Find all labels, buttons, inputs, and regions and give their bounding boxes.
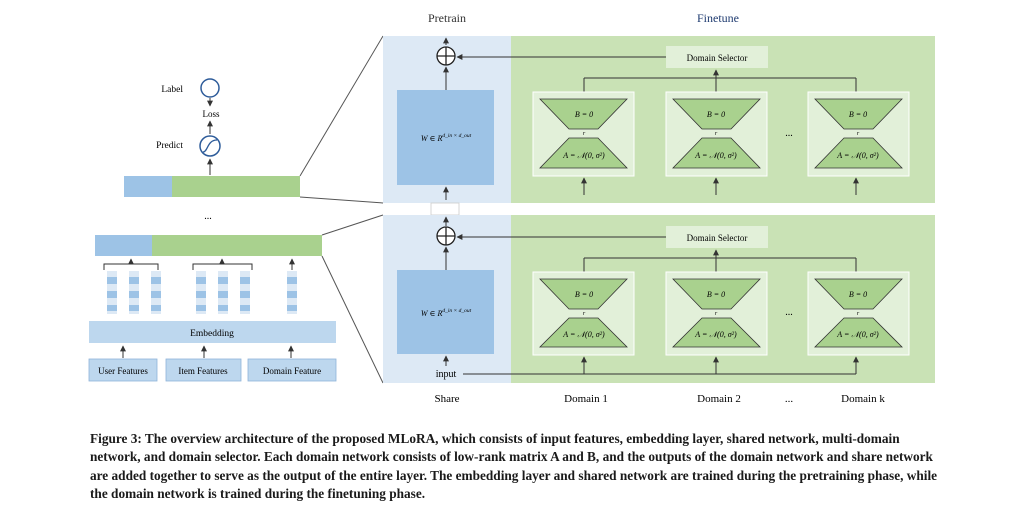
lower-a-label-k: A = 𝒩(0, σ²) bbox=[836, 330, 879, 339]
upper-weight-box bbox=[397, 90, 494, 185]
share-label: Share bbox=[434, 393, 459, 405]
upper-mlora-layer: W ∈ Rd_in × d_out Domain Selector B = 0 … bbox=[383, 36, 935, 203]
upper-b-label-k: B = 0 bbox=[849, 110, 867, 119]
label-text: Label bbox=[161, 85, 183, 95]
label-node bbox=[200, 78, 220, 98]
upper-add-icon bbox=[436, 46, 456, 66]
lower-b-label-1: B = 0 bbox=[575, 290, 593, 299]
top-bar-green bbox=[172, 176, 300, 197]
figure-caption: Figure 3: The overview architecture of t… bbox=[90, 431, 938, 501]
domain-2-label: Domain 2 bbox=[697, 393, 741, 405]
lower-b-label-k: B = 0 bbox=[849, 290, 867, 299]
upper-weight-label: W ∈ Rd_in × d_out bbox=[421, 133, 472, 143]
upper-r-label-1: r bbox=[583, 131, 586, 137]
pretrain-title: Pretrain bbox=[428, 11, 466, 25]
upper-a-label-1: A = 𝒩(0, σ²) bbox=[562, 151, 605, 160]
upper-a-label-k: A = 𝒩(0, σ²) bbox=[836, 151, 879, 160]
finetune-title: Finetune bbox=[697, 11, 739, 25]
lower-r-label-1: r bbox=[583, 311, 586, 317]
lower-domain-selector bbox=[666, 226, 768, 248]
lower-r-label-2: r bbox=[715, 311, 718, 317]
domain-1-label: Domain 1 bbox=[564, 393, 608, 405]
left-ellipsis: ... bbox=[204, 211, 212, 222]
upper-domain-selector-label: Domain Selector bbox=[687, 53, 748, 63]
upper-r-label-k: r bbox=[857, 131, 860, 137]
lower-domain-dots: ... bbox=[785, 307, 793, 318]
embedding-label: Embedding bbox=[190, 329, 234, 339]
upper-r-label-2: r bbox=[715, 131, 718, 137]
embedding-layer bbox=[89, 321, 336, 343]
lower-a-label-2: A = 𝒩(0, σ²) bbox=[694, 330, 737, 339]
domain-k-label: Domain k bbox=[841, 393, 885, 405]
lower-add-icon bbox=[436, 226, 456, 246]
upper-b-label-1: B = 0 bbox=[575, 110, 593, 119]
lower-weight-box bbox=[397, 270, 494, 354]
item-features-label: Item Features bbox=[178, 366, 228, 376]
item-features-box bbox=[165, 358, 242, 382]
predict-text: Predict bbox=[156, 141, 183, 151]
lower-mlora-layer: W ∈ Rd_in × d_out Domain Selector B = 0 … bbox=[383, 215, 935, 383]
upper-domain-selector bbox=[666, 46, 768, 68]
left-model-stack: Label Loss Predict ... bbox=[88, 78, 337, 382]
user-features-label: User Features bbox=[98, 366, 148, 376]
upper-domain-dots: ... bbox=[785, 128, 793, 139]
lower-a-label-1: A = 𝒩(0, σ²) bbox=[562, 330, 605, 339]
lower-weight-label: W ∈ Rd_in × d_out bbox=[421, 308, 472, 318]
lower-domain-selector-label: Domain Selector bbox=[687, 233, 748, 243]
sigmoid-icon bbox=[199, 135, 221, 157]
domain-feature-label: Domain Feature bbox=[263, 366, 321, 376]
upper-a-label-2: A = 𝒩(0, σ²) bbox=[694, 151, 737, 160]
user-features-box bbox=[88, 358, 158, 382]
bottom-bar-blue bbox=[95, 235, 152, 256]
domain-dots-label: ... bbox=[785, 393, 794, 405]
input-label: input bbox=[436, 369, 457, 380]
upper-b-label-2: B = 0 bbox=[707, 110, 725, 119]
domain-feature-box bbox=[247, 358, 337, 382]
lower-r-label-k: r bbox=[857, 311, 860, 317]
mlora-architecture-diagram: Pretrain Finetune Label Loss Predict ... bbox=[88, 11, 935, 405]
loss-text: Loss bbox=[202, 109, 220, 119]
embedding-vectors bbox=[107, 271, 297, 314]
top-bar-blue bbox=[124, 176, 172, 197]
bottom-bar-green bbox=[152, 235, 322, 256]
lower-b-label-2: B = 0 bbox=[707, 290, 725, 299]
